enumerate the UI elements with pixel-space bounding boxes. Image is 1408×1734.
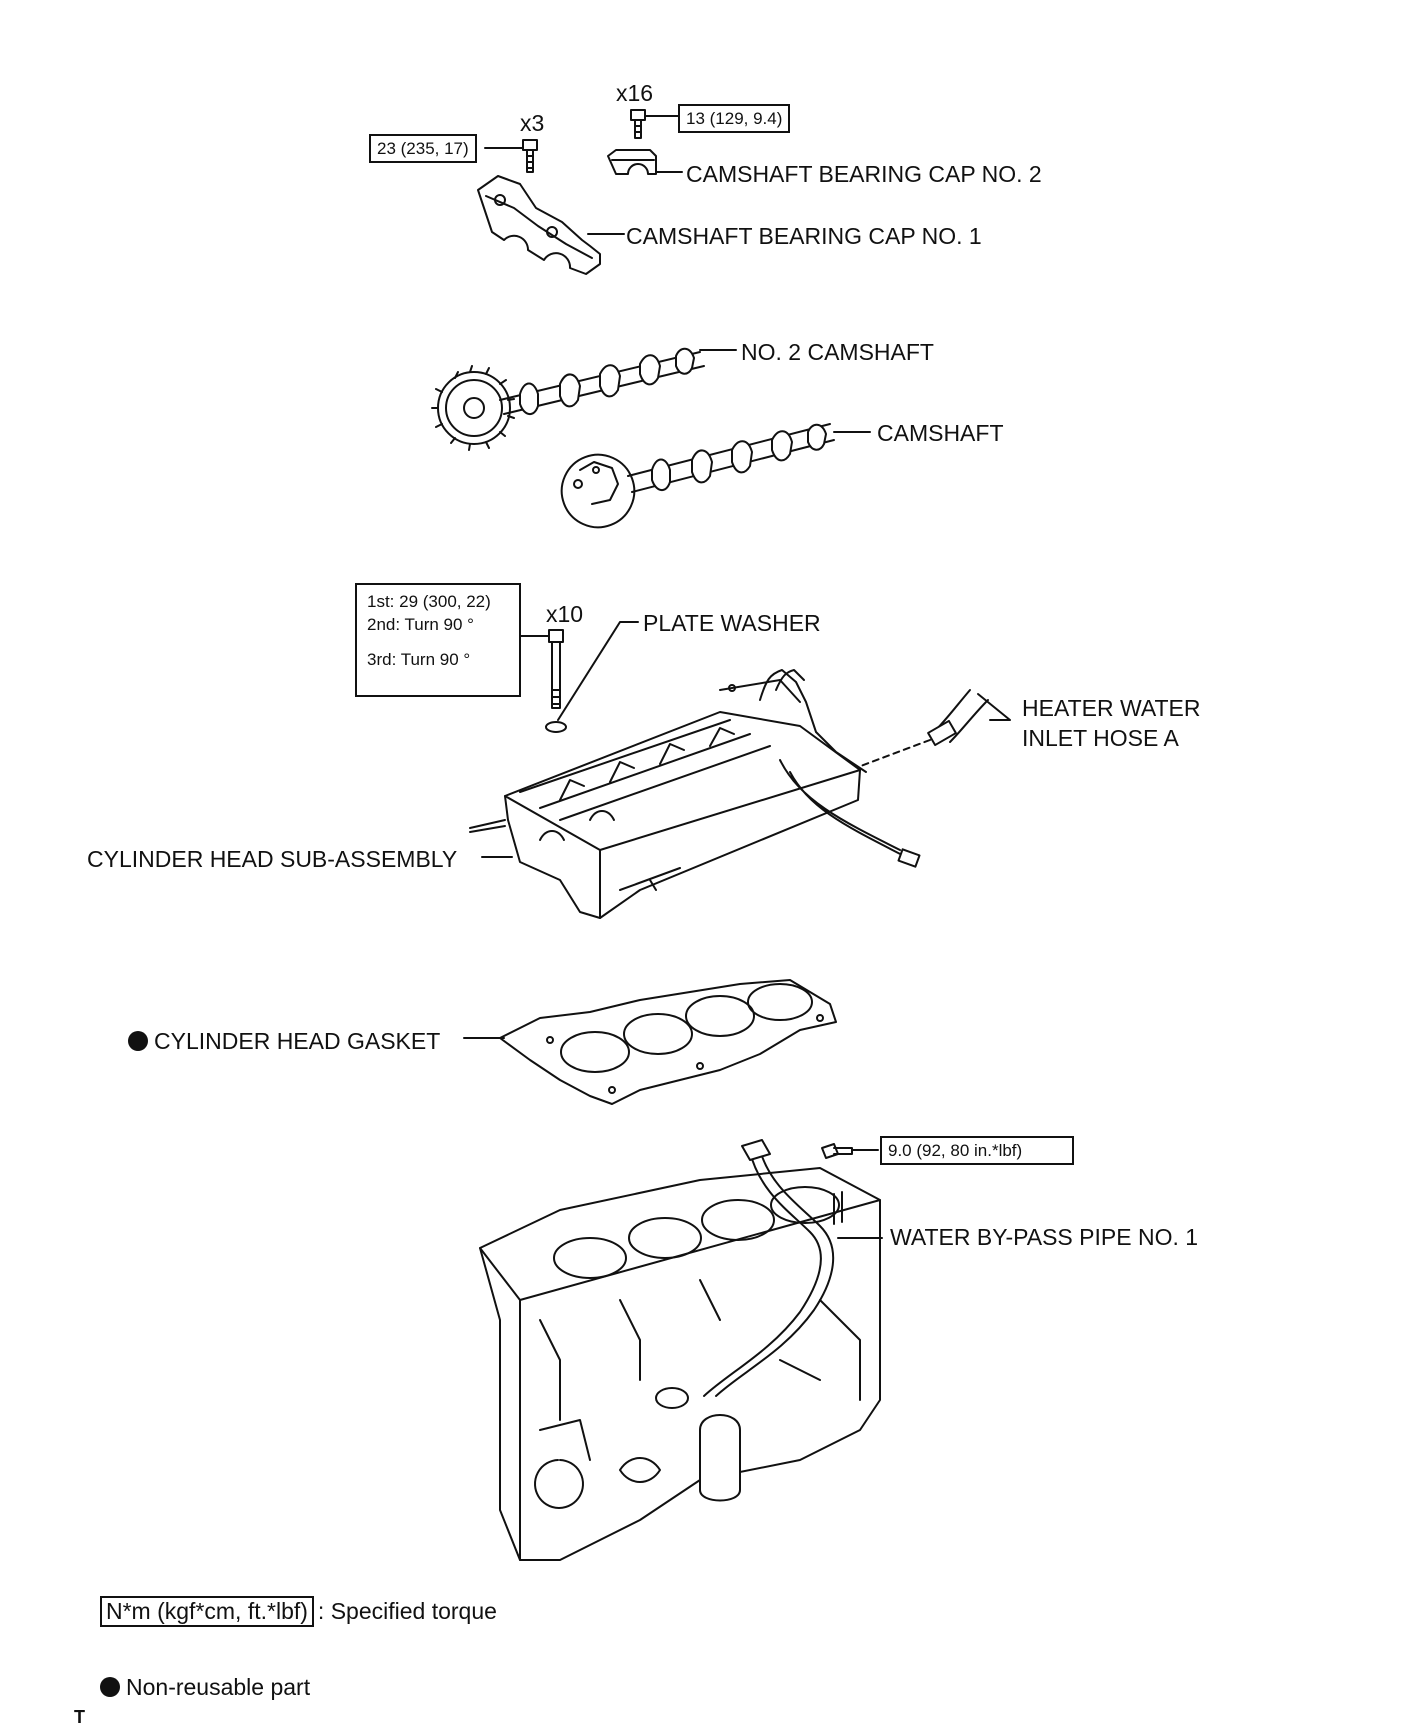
cap-no1-bolt-icon bbox=[522, 139, 538, 173]
leader-line bbox=[557, 621, 639, 721]
label-plate-washer: PLATE WASHER bbox=[643, 610, 821, 636]
label-head-gasket: CYLINDER HEAD GASKET bbox=[128, 1030, 440, 1053]
label-bypass-pipe: WATER BY-PASS PIPE NO. 1 bbox=[890, 1224, 1199, 1250]
head-gasket-icon bbox=[499, 979, 837, 1105]
torque-spec-head-bolt: 1st: 29 (300, 22) 2nd: Turn 90 ° 3rd: Tu… bbox=[355, 583, 521, 697]
head-bolt-icon bbox=[548, 629, 564, 709]
label-heater-hose-line1: HEATER WATER bbox=[1022, 695, 1201, 721]
leader-line bbox=[977, 693, 1011, 721]
no2-camshaft-icon bbox=[431, 347, 705, 451]
label-bearing-cap-no2: CAMSHAFT BEARING CAP NO. 2 bbox=[686, 161, 1042, 187]
torque-spec-cap-no1: 23 (235, 17) bbox=[369, 134, 477, 163]
label-cylinder-head: CYLINDER HEAD SUB-ASSEMBLY bbox=[87, 846, 458, 872]
bearing-cap-no2-icon bbox=[607, 149, 657, 175]
cylinder-block-icon bbox=[479, 1167, 881, 1561]
non-reusable-dot-icon bbox=[128, 1031, 148, 1051]
head-bolt-step-2: 2nd: Turn 90 ° bbox=[367, 615, 474, 634]
camshaft-icon bbox=[560, 423, 835, 529]
legend-torque: N*m (kgf*cm, ft.*lbf): Specified torque bbox=[100, 1596, 497, 1627]
bypass-bolt-icon bbox=[821, 1143, 853, 1159]
head-bolt-step-1: 1st: 29 (300, 22) bbox=[367, 592, 491, 611]
label-bearing-cap-no1: CAMSHAFT BEARING CAP NO. 1 bbox=[626, 223, 982, 249]
label-head-gasket-text: CYLINDER HEAD GASKET bbox=[154, 1028, 441, 1054]
quantity-cap-no2-bolts: x16 bbox=[616, 80, 654, 106]
quantity-head-bolts: x10 bbox=[546, 601, 584, 627]
legend-nonreusable: Non-reusable part bbox=[100, 1676, 310, 1699]
heater-hose-icon bbox=[927, 689, 989, 747]
bypass-pipe-icon bbox=[655, 1139, 843, 1409]
torque-spec-cap-no2: 13 (129, 9.4) bbox=[678, 104, 791, 133]
torque-spec-bypass-bolt: 9.0 (92, 80 in.*lbf) bbox=[880, 1136, 1074, 1165]
legend-torque-text: : Specified torque bbox=[317, 1598, 497, 1624]
cap-no2-bolt-icon bbox=[630, 109, 646, 139]
bearing-cap-no1-icon bbox=[477, 175, 601, 275]
label-no2-camshaft: NO. 2 CAMSHAFT bbox=[741, 339, 934, 365]
cylinder-head-icon bbox=[469, 669, 921, 919]
label-heater-hose-line2: INLET HOSE A bbox=[1022, 725, 1179, 751]
quantity-cap-no1-bolts: x3 bbox=[520, 110, 545, 136]
label-camshaft: CAMSHAFT bbox=[877, 420, 1004, 446]
leader-line bbox=[849, 739, 931, 771]
plate-washer-icon bbox=[545, 721, 567, 733]
legend-nonreusable-text: Non-reusable part bbox=[126, 1674, 311, 1700]
non-reusable-dot-icon bbox=[100, 1677, 120, 1697]
legend-torque-unit-box: N*m (kgf*cm, ft.*lbf) bbox=[100, 1596, 314, 1627]
head-bolt-step-3: 3rd: Turn 90 ° bbox=[367, 650, 471, 669]
corner-mark: T bbox=[74, 1707, 85, 1727]
